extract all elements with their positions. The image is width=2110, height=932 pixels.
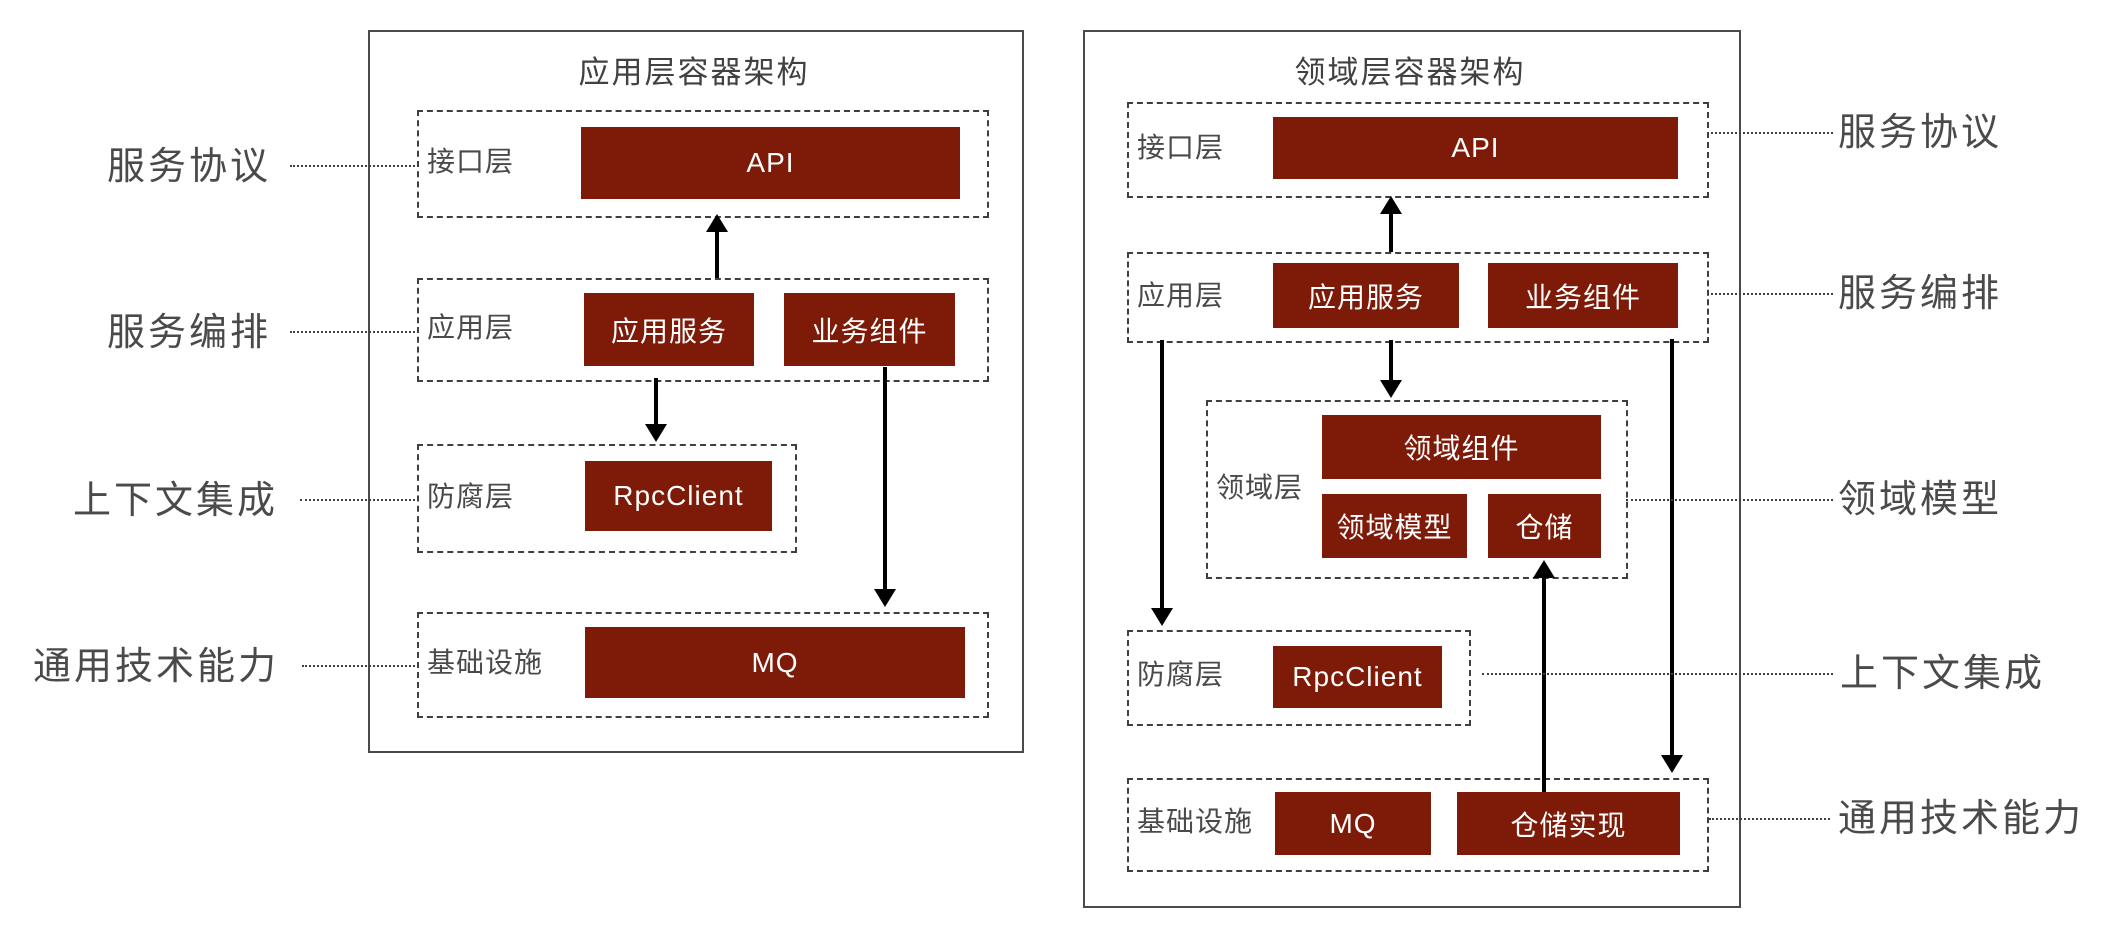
- right-label-context-integration: 上下文集成: [1840, 653, 2046, 695]
- left-panel-title: 应用层容器架构: [578, 55, 810, 90]
- right-connector-service-protocol: [1707, 132, 1833, 134]
- left-connector-service-orchestration: [290, 331, 415, 333]
- left-application-layer-box: [417, 278, 989, 382]
- left-infra-layer-box: [417, 612, 989, 718]
- left-app-service-box: 应用服务: [584, 293, 754, 366]
- right-label-service-orchestration: 服务编排: [1838, 273, 2003, 315]
- left-infra-layer-label: 基础设施: [427, 647, 544, 678]
- right-label-service-protocol: 服务协议: [1838, 112, 2003, 154]
- left-business-component-box: 业务组件: [784, 293, 955, 366]
- right-domain-model-box: 领域模型: [1322, 494, 1467, 558]
- left-rpcclient-box: RpcClient: [585, 461, 772, 531]
- left-label-context-integration: 上下文集成: [73, 480, 279, 522]
- right-business-component-box: 业务组件: [1488, 263, 1678, 328]
- right-app-service-box: 应用服务: [1273, 263, 1459, 328]
- right-interface-layer-label: 接口层: [1137, 132, 1225, 163]
- left-label-service-protocol: 服务协议: [107, 146, 272, 188]
- right-connector-service-orchestration: [1707, 293, 1833, 295]
- right-domain-layer-label: 领域层: [1216, 472, 1304, 503]
- right-acl-layer-label: 防腐层: [1137, 659, 1225, 690]
- left-acl-layer-box: [417, 444, 797, 553]
- right-panel-title: 领域层容器架构: [1294, 55, 1526, 90]
- right-connector-context-integration: [1482, 673, 1833, 675]
- right-domain-component-box: 领域组件: [1322, 415, 1601, 479]
- right-domain-layer-box: [1206, 400, 1628, 579]
- left-api-box: API: [581, 127, 960, 199]
- left-acl-layer-label: 防腐层: [427, 481, 515, 512]
- right-api-box: API: [1273, 117, 1678, 179]
- right-infra-layer-label: 基础设施: [1137, 806, 1254, 837]
- left-application-layer-label: 应用层: [427, 312, 515, 343]
- right-application-layer-box: [1127, 252, 1709, 343]
- left-interface-layer-box: [417, 110, 989, 218]
- right-repository-box: 仓储: [1488, 494, 1601, 558]
- right-interface-layer-box: [1127, 102, 1709, 198]
- left-interface-layer-label: 接口层: [427, 146, 515, 177]
- left-connector-common-tech: [302, 665, 415, 667]
- right-acl-layer-box: [1127, 630, 1471, 726]
- left-mq-box: MQ: [585, 627, 965, 698]
- right-label-domain-model: 领域模型: [1838, 479, 2003, 521]
- right-connector-common-tech: [1709, 818, 1830, 820]
- right-application-layer-label: 应用层: [1137, 280, 1225, 311]
- right-label-common-tech: 通用技术能力: [1838, 798, 2085, 840]
- left-label-service-orchestration: 服务编排: [107, 312, 272, 354]
- right-rpcclient-box: RpcClient: [1273, 646, 1442, 708]
- right-mq-box: MQ: [1275, 792, 1431, 855]
- right-infra-layer-box: [1127, 778, 1709, 872]
- right-connector-domain-model: [1626, 499, 1833, 501]
- left-connector-service-protocol: [290, 165, 415, 167]
- left-label-common-tech: 通用技术能力: [33, 646, 280, 688]
- left-connector-context-integration: [300, 499, 415, 501]
- right-repository-impl-box: 仓储实现: [1457, 792, 1680, 855]
